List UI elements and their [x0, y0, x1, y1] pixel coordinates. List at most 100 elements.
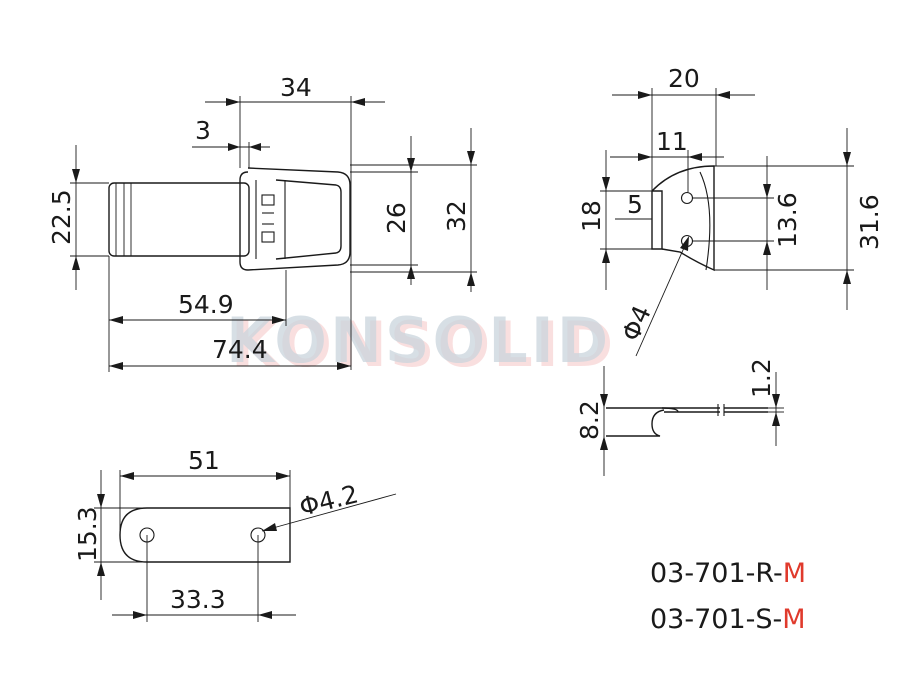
hook-slot	[651, 190, 663, 250]
dim-54-9: 54.9	[108, 256, 287, 372]
arrow-head	[97, 562, 105, 576]
arrow-head	[133, 611, 147, 619]
dim-phi-4: Φ4	[616, 236, 689, 357]
dim-22-5: 22.5	[47, 145, 109, 290]
arrow-head	[337, 362, 351, 370]
arrow-head	[763, 184, 771, 198]
arrow-head	[120, 472, 134, 480]
dim-label-31-6: 31.6	[855, 194, 884, 250]
dim-label-33-3: 33.3	[170, 585, 226, 614]
dim-5: 5	[615, 190, 652, 220]
watermark-shadow: KONSOLID	[231, 308, 616, 381]
arrow-head	[262, 523, 277, 531]
arrow-head	[638, 91, 652, 99]
dim-13-6: 13.6	[692, 156, 802, 290]
arrow-head	[467, 272, 475, 286]
hook-plate-outline	[651, 165, 715, 272]
dim-26: 26	[350, 136, 418, 285]
arrow-head	[467, 151, 475, 165]
arrow-head	[228, 143, 240, 151]
dim-label-3: 3	[195, 116, 211, 145]
arrow-head	[716, 91, 730, 99]
dim-label-13-6: 13.6	[773, 192, 802, 248]
part-number-suffix: M	[782, 558, 807, 589]
dim-8-2: 8.2	[575, 366, 608, 476]
dim-label-51: 51	[188, 446, 220, 475]
dim-31-6: 31.6	[714, 128, 884, 310]
leader-line	[635, 240, 688, 357]
arrow-head	[772, 412, 780, 426]
dim-label-34: 34	[280, 73, 312, 102]
dim-label-1-2: 1.2	[747, 358, 776, 398]
arrow-head	[72, 256, 80, 270]
arrow-head	[351, 98, 365, 106]
profile-arm	[662, 407, 720, 413]
dim-label-phi-4-2: Φ4.2	[296, 479, 361, 522]
arrow-head	[600, 394, 608, 408]
watermark-text: KONSOLID	[226, 304, 611, 377]
dim-34: 34	[205, 73, 385, 370]
arrow-head	[688, 153, 702, 161]
arrow-head	[602, 177, 610, 191]
dim-label-8-2: 8.2	[575, 400, 604, 440]
keeper-plate-view	[119, 507, 291, 563]
wire-loop-inner	[275, 179, 342, 260]
dim-15-3: 15.3	[73, 470, 147, 600]
dim-label-18: 18	[577, 200, 606, 232]
arrow-head	[638, 153, 652, 161]
dim-51: 51	[119, 446, 291, 530]
part-number-base: 03-701-R-	[650, 558, 783, 589]
arrow-head	[602, 249, 610, 263]
latch-base-plate	[108, 182, 250, 257]
arrow-head	[72, 169, 80, 183]
arrow-head	[249, 143, 261, 151]
hinge-slot	[261, 194, 275, 206]
dim-11: 11	[610, 127, 724, 192]
dim-label-15-3: 15.3	[73, 506, 102, 562]
dim-label-22-5: 22.5	[47, 189, 76, 245]
part-number-s: 03-701-S-M	[650, 604, 806, 635]
arrow-head	[97, 494, 105, 508]
leader-line	[261, 493, 397, 532]
dim-label-26: 26	[382, 202, 411, 234]
latch-front-view	[108, 167, 351, 271]
part-number-suffix: M	[782, 604, 806, 635]
arrow-head	[600, 436, 608, 450]
dim-label-74-4: 74.4	[212, 335, 268, 364]
hook-side-view	[651, 165, 715, 272]
dim-18: 18	[577, 150, 652, 290]
arrow-head	[680, 236, 689, 251]
arrow-head	[226, 98, 240, 106]
hook-profile-view	[606, 404, 768, 437]
arrow-head	[843, 152, 851, 166]
dim-3: 3	[192, 116, 270, 168]
arrow-head	[258, 611, 272, 619]
dim-label-11: 11	[656, 127, 688, 156]
hook-hole-upper	[680, 191, 694, 205]
hinge-slot	[261, 231, 275, 243]
dim-32: 32	[350, 128, 477, 292]
arrow-head	[843, 270, 851, 284]
arrow-head	[763, 241, 771, 255]
hook-curve	[699, 171, 711, 271]
arrow-head	[276, 472, 290, 480]
dim-label-20: 20	[668, 64, 700, 93]
dim-phi-4-2: Φ4.2	[261, 479, 397, 532]
dim-label-5: 5	[627, 190, 643, 219]
arrow-head	[772, 394, 780, 408]
part-number-r: 03-701-R-M	[650, 558, 806, 589]
hinge-curl	[239, 171, 249, 271]
dim-1-2: 1.2	[747, 358, 784, 446]
part-number-base: 03-701-S-	[650, 604, 783, 635]
profile-bottom	[606, 409, 665, 437]
dim-label-54-9: 54.9	[178, 290, 234, 319]
arrow-head	[272, 316, 286, 324]
dim-74-4: 74.4	[109, 335, 351, 370]
wire-loop-outer	[247, 167, 351, 271]
watermark: KONSOLID KONSOLID	[226, 304, 616, 381]
arrow-head	[109, 316, 123, 324]
dim-label-phi-4: Φ4	[616, 301, 657, 345]
dim-20: 20	[612, 64, 755, 190]
arrow-head	[109, 362, 123, 370]
